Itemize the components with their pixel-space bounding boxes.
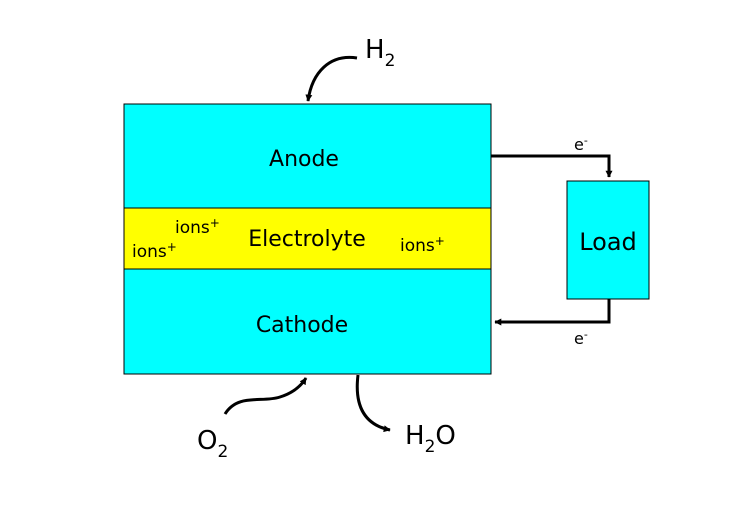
electron-label-bottom: e- (574, 328, 588, 348)
ion-label-upper-left: ions+ (175, 216, 220, 238)
anode-layer (123, 103, 492, 209)
load-label: Load (579, 228, 637, 256)
load-to-cathode-wire (494, 299, 611, 326)
hydrogen-formula: H2 (365, 35, 395, 71)
water-formula: H2O (405, 421, 456, 457)
ion-label-lower-left: ions+ (132, 240, 177, 262)
cathode-layer (123, 268, 492, 375)
electron-label-top: e- (574, 134, 588, 154)
electrolyte-layer (123, 207, 492, 270)
anode-to-load-wire (491, 154, 613, 178)
ion-label-right: ions+ (400, 234, 445, 256)
oxygen-inflow-arrow (223, 377, 308, 415)
electrolyte-label: Electrolyte (248, 227, 366, 252)
hydrogen-inflow-arrow (305, 55, 358, 102)
water-outflow-arrow (355, 374, 391, 433)
load-box (566, 180, 650, 300)
oxygen-formula: O2 (197, 426, 228, 462)
cathode-label: Cathode (256, 313, 348, 338)
anode-label: Anode (269, 147, 339, 172)
